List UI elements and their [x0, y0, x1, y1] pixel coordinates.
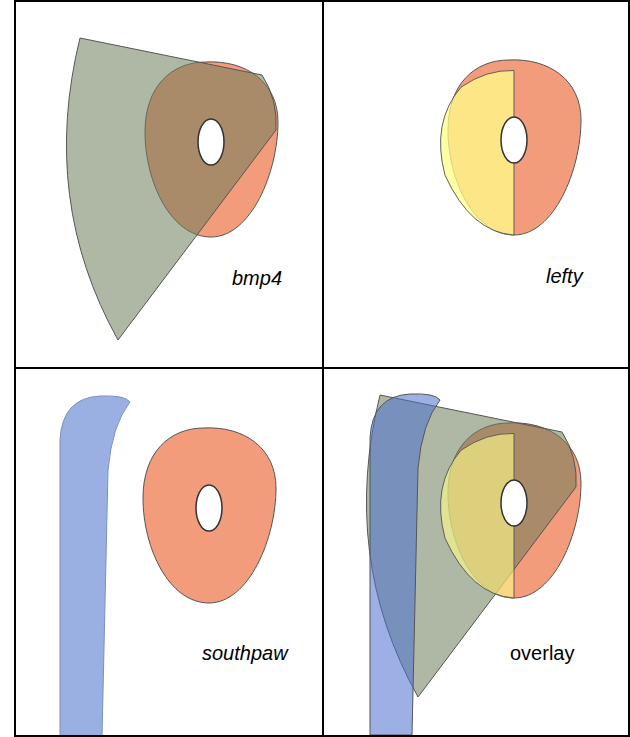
- lens: [501, 117, 527, 163]
- eye-domain: [143, 428, 276, 603]
- figure-panel: bmp4: [14, 0, 324, 369]
- southpaw-pattern: [60, 396, 276, 737]
- lens: [501, 480, 527, 526]
- figure-panel: southpaw: [14, 367, 324, 737]
- gene-label: bmp4: [232, 266, 282, 290]
- figure-panel: overlay: [322, 367, 630, 737]
- gene-label: lefty: [546, 264, 583, 288]
- southpaw-domain: [60, 396, 130, 737]
- figure-panel: lefty: [322, 0, 630, 369]
- lens: [198, 119, 224, 165]
- bmp4-domain: [66, 38, 276, 340]
- gene-label: southpaw: [202, 641, 288, 665]
- lens: [196, 485, 222, 531]
- gene-label: overlay: [510, 641, 574, 665]
- overlay-pattern: [366, 394, 581, 735]
- lefty-pattern: [441, 60, 581, 235]
- southpaw-domain: [370, 394, 440, 735]
- bmp4-pattern: [66, 38, 278, 340]
